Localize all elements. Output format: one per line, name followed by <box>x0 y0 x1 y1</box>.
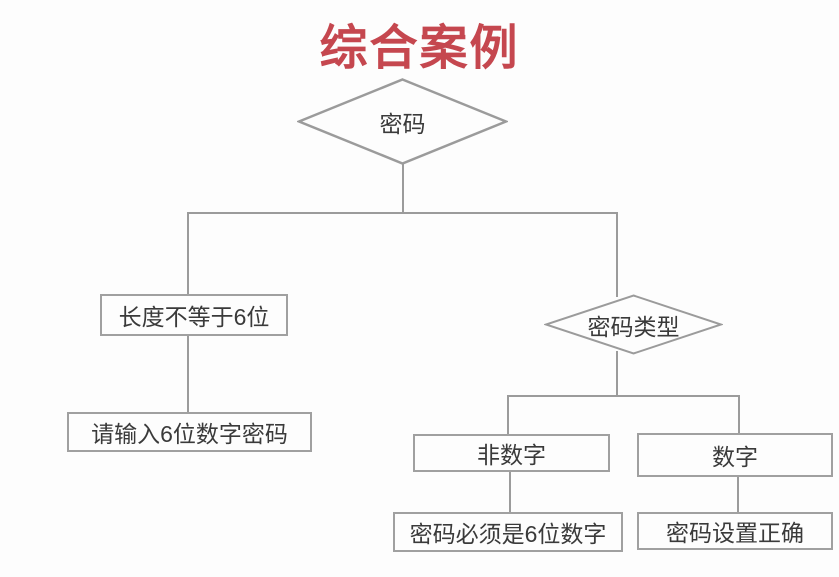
connector-to-non-numeric <box>507 395 509 437</box>
decision-node-password-type-label: 密码类型 <box>587 313 680 340</box>
decision-node-password-type: 密码类型 <box>544 294 723 355</box>
connector-numeric-to-result <box>737 475 739 514</box>
connector-type-to-sub-split <box>616 351 618 397</box>
connector-to-type-decision <box>616 212 618 297</box>
diamond-shape <box>544 294 723 355</box>
connector-to-length-condition <box>187 212 189 296</box>
output-box-must-be-6-digits: 密码必须是6位数字 <box>393 512 623 552</box>
output-box-enter-6-digit-password: 请输入6位数字密码 <box>67 412 312 452</box>
connector-length-to-prompt <box>187 334 189 414</box>
page-title: 综合案例 <box>319 22 520 75</box>
decision-node-password-label: 密码 <box>379 110 426 137</box>
connector-root-to-main-split <box>402 162 404 214</box>
condition-box-non-numeric: 非数字 <box>413 434 610 472</box>
diamond-shape <box>297 78 508 165</box>
condition-box-numeric: 数字 <box>637 433 833 477</box>
connector-non-numeric-to-result <box>509 468 511 514</box>
condition-box-length-not-6: 长度不等于6位 <box>100 294 288 336</box>
connector-sub-split-horizontal <box>507 395 740 397</box>
connector-main-split-horizontal <box>187 212 618 214</box>
connector-to-numeric <box>738 395 740 435</box>
decision-node-password: 密码 <box>297 78 508 165</box>
output-box-password-correct: 密码设置正确 <box>637 512 833 550</box>
